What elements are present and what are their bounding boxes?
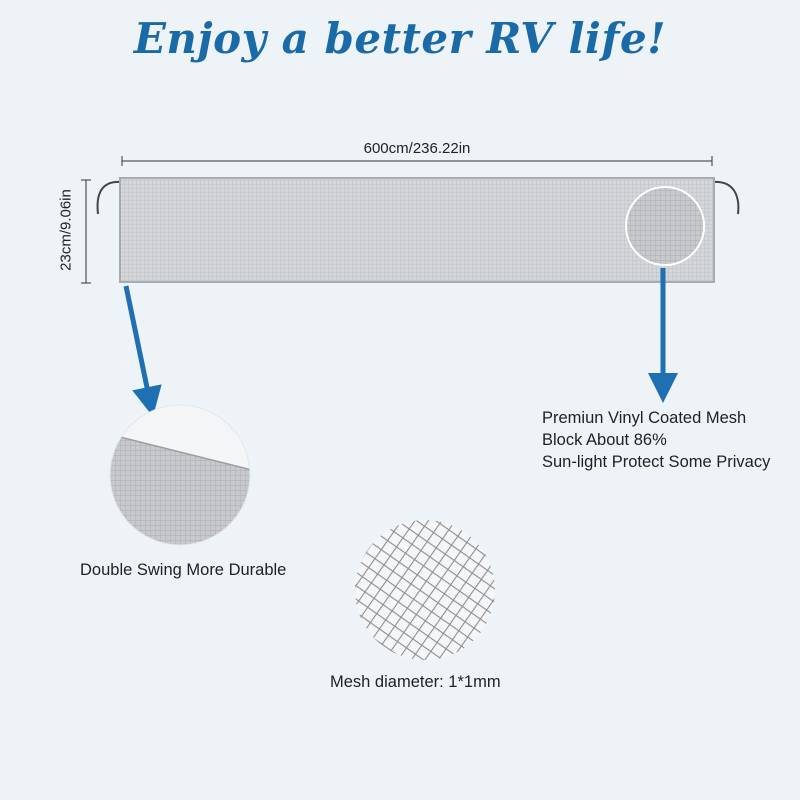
mesh-panel (119, 177, 715, 283)
mesh-diameter-zoom-circle (355, 520, 495, 660)
left-hook (96, 180, 123, 215)
height-label: 23cm/9.06in (57, 189, 75, 271)
premium-mesh-caption: Premiun Vinyl Coated Mesh Block About 86… (542, 407, 770, 473)
mesh-diameter-caption: Mesh diameter: 1*1mm (330, 673, 501, 691)
premium-line: Premiun Vinyl Coated Mesh (542, 409, 747, 427)
double-swing-caption: Double Swing More Durable (80, 561, 287, 579)
double-swing-zoom-circle (110, 405, 250, 545)
headline: Enjoy a better RV life! (133, 14, 667, 63)
panel-zoom-circle (625, 186, 705, 266)
width-label: 600cm/236.22in (363, 140, 471, 157)
right-hook (711, 180, 740, 215)
width-dimension (121, 156, 713, 166)
premium-line: Sun-light Protect Some Privacy (542, 453, 771, 471)
left-arrow (123, 285, 162, 417)
premium-line: Block About 86% (542, 431, 667, 449)
height-dimension (81, 179, 91, 284)
